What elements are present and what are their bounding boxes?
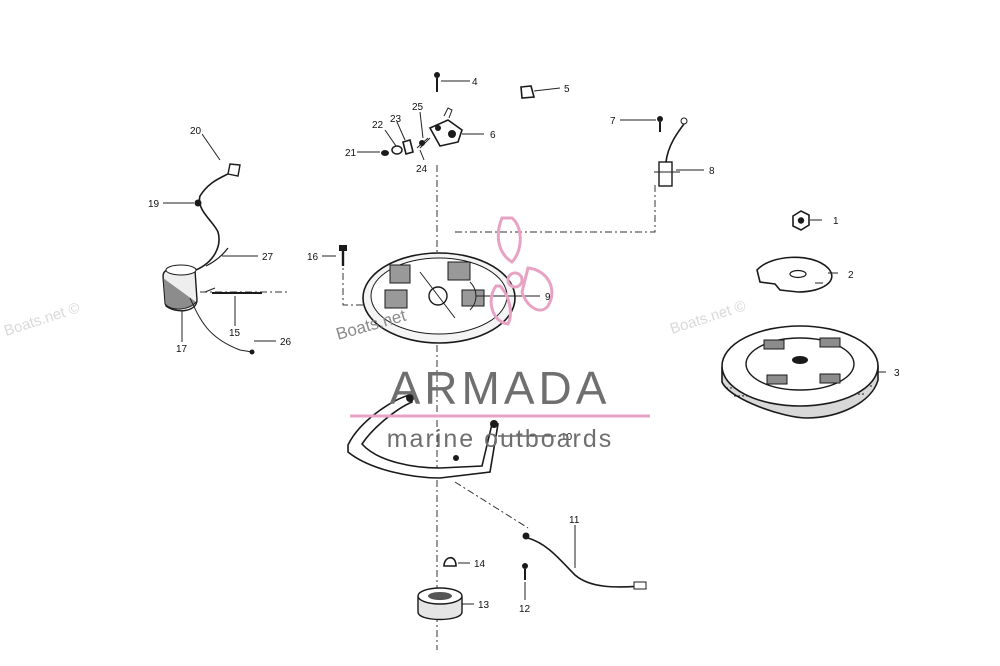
callout-17: 17 — [176, 344, 188, 355]
condenser-part — [654, 117, 688, 187]
callout-3: 3 — [894, 368, 900, 379]
callout-16: 16 — [307, 252, 319, 263]
small-parts-group — [381, 137, 429, 156]
callout-15: 15 — [229, 328, 241, 339]
brand-logo: Boats.net ARMADA marine outboards — [334, 216, 650, 453]
assembly-axis-condenser — [455, 185, 656, 233]
lead-wire-part — [522, 532, 647, 590]
callout-numbers: 1 2 3 4 5 6 7 8 9 10 11 12 13 14 15 16 1… — [148, 77, 900, 615]
leader-lines — [163, 80, 886, 605]
callout-21: 21 — [345, 148, 357, 159]
breaker-points-part — [419, 107, 463, 149]
screw-part — [434, 72, 440, 92]
callout-23: 23 — [390, 114, 402, 125]
callout-24: 24 — [416, 164, 428, 175]
callout-26: 26 — [280, 337, 292, 348]
callout-8: 8 — [709, 166, 715, 177]
core-pin-part — [204, 287, 262, 294]
assembly-axis-screw — [342, 258, 375, 306]
callout-2: 2 — [848, 270, 854, 281]
plate-screw-part — [339, 245, 347, 266]
callout-22: 22 — [372, 120, 384, 131]
flywheel-part — [721, 325, 879, 419]
callout-10: 10 — [561, 432, 573, 443]
callout-14: 14 — [474, 559, 486, 570]
callout-1: 1 — [833, 216, 839, 227]
callout-27: 27 — [262, 252, 274, 263]
assembly-axis-lead — [454, 481, 529, 529]
callout-20: 20 — [190, 126, 202, 137]
condenser-screw-part — [657, 116, 663, 132]
brand-name: ARMADA — [390, 362, 611, 414]
ignition-coil-part — [162, 264, 255, 355]
callout-19: 19 — [148, 199, 160, 210]
propeller-logo-icon — [489, 216, 554, 326]
lead-screw-part — [522, 563, 528, 580]
cam-wick-part — [520, 85, 536, 99]
callout-7: 7 — [610, 116, 616, 127]
watermark-left: Boats.net © — [2, 299, 82, 339]
callout-25: 25 — [412, 102, 424, 113]
key-part — [443, 556, 457, 567]
stator-plate-part — [362, 252, 516, 344]
callout-9: 9 — [545, 292, 551, 303]
callout-11: 11 — [569, 515, 580, 526]
sleeve-part — [417, 587, 463, 621]
watermark-right: Boats.net © — [668, 297, 748, 337]
callout-4: 4 — [472, 77, 478, 88]
callout-6: 6 — [490, 130, 496, 141]
brand-tagline: marine outboards — [387, 425, 614, 453]
callout-13: 13 — [478, 600, 490, 611]
washer-plate-part — [756, 256, 833, 293]
nut-part — [792, 210, 810, 231]
high-tension-lead-part — [194, 163, 241, 271]
callout-12: 12 — [519, 604, 531, 615]
callout-5: 5 — [564, 84, 570, 95]
